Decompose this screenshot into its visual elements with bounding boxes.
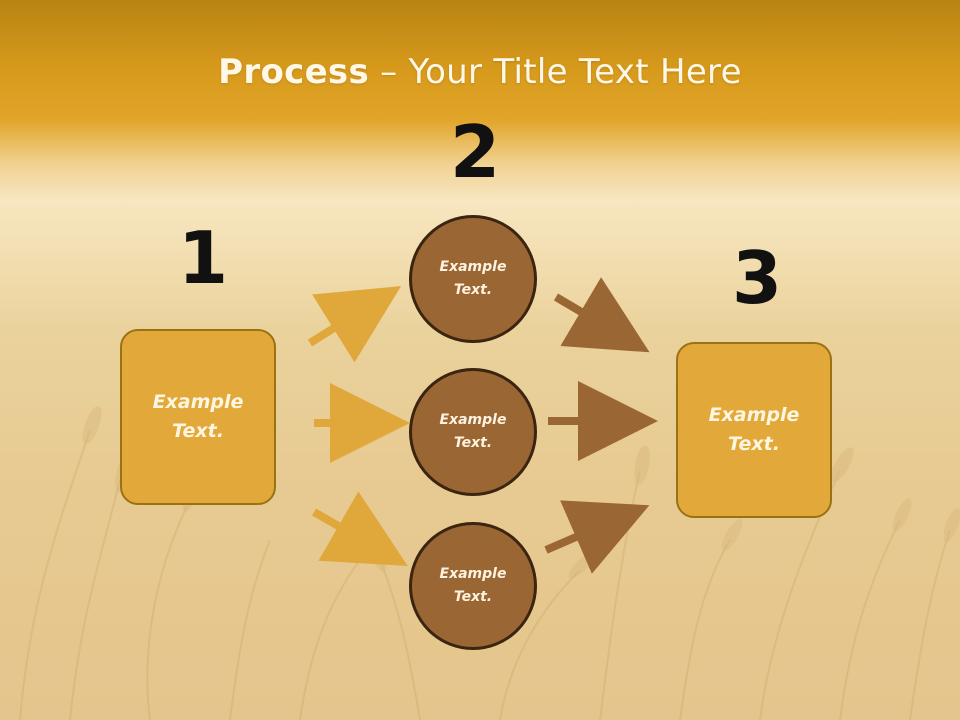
step-2-circle-top: Example Text. — [409, 215, 537, 343]
step-2-circle-bottom: Example Text. — [409, 522, 537, 650]
circle-bottom-text: Example Text. — [439, 566, 507, 605]
step-1-box-text: Example Text. — [152, 391, 244, 442]
title-rest: – Your Title Text Here — [369, 52, 742, 92]
arrow-in-top — [307, 286, 402, 363]
step-1-box: Example Text. — [120, 329, 276, 505]
step-2-circle-middle: Example Text. — [409, 368, 537, 496]
arrow-out-bottom — [544, 500, 650, 574]
step-number-1: 1 — [178, 216, 229, 300]
step-3-box-text: Example Text. — [708, 404, 800, 455]
title-bold: Process — [218, 52, 370, 92]
step-number-3: 3 — [732, 236, 783, 320]
arrow-out-top — [553, 277, 650, 353]
step-3-box: Example Text. — [676, 342, 832, 518]
circle-middle-text: Example Text. — [439, 412, 507, 451]
arrow-in-bottom — [312, 491, 408, 566]
step-number-2: 2 — [450, 110, 501, 194]
slide-title: Process – Your Title Text Here — [0, 52, 960, 92]
circle-top-text: Example Text. — [439, 259, 507, 298]
